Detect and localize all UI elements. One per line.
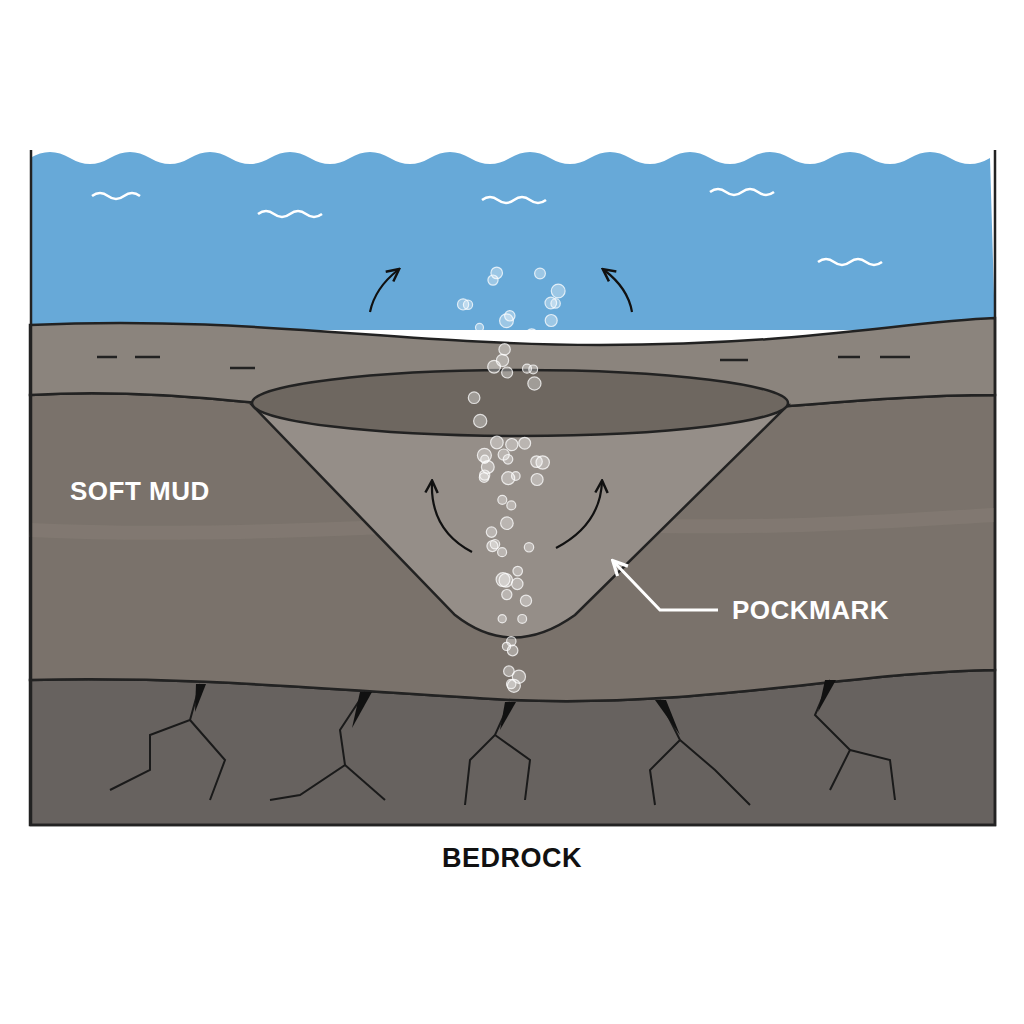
- gas-bubbles: [458, 267, 566, 692]
- water: [30, 152, 995, 330]
- pockmark-rim: [252, 370, 788, 436]
- callout-label: POCKMARK: [732, 595, 889, 626]
- leader-line: [614, 562, 718, 610]
- bedrock-cracks: [110, 680, 895, 805]
- layer-label: BEDROCK: [442, 843, 582, 874]
- layer-label: SOFT MUD: [70, 476, 210, 507]
- frame: [31, 150, 995, 825]
- crack-openings: [195, 680, 836, 735]
- flow-arrows: [370, 270, 632, 552]
- pockmark-crater: [252, 405, 788, 638]
- soft-mud-layer: [30, 393, 995, 701]
- wave-marks: [92, 189, 882, 265]
